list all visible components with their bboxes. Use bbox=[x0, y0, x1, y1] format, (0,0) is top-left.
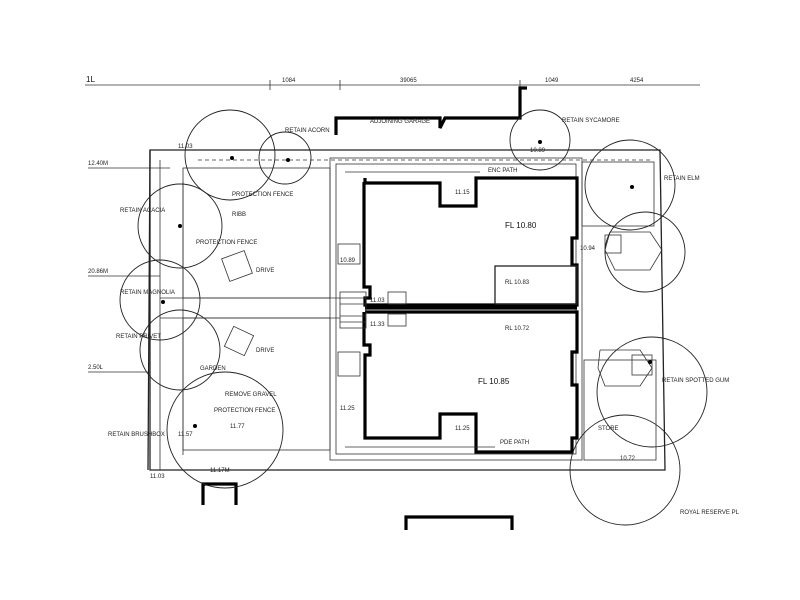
level-ne: 10.89 bbox=[530, 148, 546, 154]
drive-label: DRIVE bbox=[256, 268, 274, 274]
tree-note-w1: RETAIN ACACIA bbox=[120, 208, 165, 214]
protect-fence-n: PROTECTION FENCE bbox=[232, 192, 293, 198]
unit-a-floor-level: FL 10.80 bbox=[505, 221, 537, 230]
tree-circle-ne2 bbox=[584, 139, 676, 231]
level-unit-b-side: 11.25 bbox=[340, 406, 355, 412]
tree-note-w3: RETAIN PRIVET bbox=[116, 334, 161, 340]
tree-note-n: RETAIN ACORN bbox=[285, 128, 330, 134]
tree-annotations: RETAIN ACORN RETAIN ACACIA RETAIN MAGNOL… bbox=[108, 118, 729, 438]
tree-note-w2: RETAIN MAGNOLIA bbox=[120, 290, 175, 296]
garden-removal-note: REMOVE GRAVEL bbox=[225, 392, 277, 398]
protect-fence-s: PROTECTION FENCE bbox=[214, 408, 275, 414]
retained-trees bbox=[119, 109, 708, 526]
level-nw: 11.03 bbox=[178, 144, 193, 150]
dim-row-c: 2.50L bbox=[88, 365, 104, 371]
tree-note-e: RETAIN ELM bbox=[664, 176, 700, 182]
dim-top-2: 39065 bbox=[400, 78, 417, 84]
top-dimension-line: 1L 1084 39065 1049 4254 bbox=[85, 75, 700, 90]
level-sw: 11.03 bbox=[150, 474, 165, 480]
entry-paths: ENC PATH PDE PATH bbox=[345, 168, 529, 448]
level-tree-sw-b: 11.77 bbox=[230, 424, 245, 430]
tree-circle-nw bbox=[184, 109, 276, 201]
mid-level-a: RL 10.83 bbox=[505, 280, 530, 286]
central-stairs: 11.03 11.33 bbox=[337, 243, 407, 377]
mid-step-a: 11.03 bbox=[370, 298, 385, 304]
mid-level-b: RL 10.72 bbox=[505, 326, 530, 332]
spot-levels: 11.03 10.89 11.03 11.17M 11.57 11.77 10.… bbox=[150, 144, 636, 480]
entry-path-north: ENC PATH bbox=[488, 168, 517, 174]
level-unit-a-side: 10.89 bbox=[340, 258, 356, 264]
dim-row-a: 12.40M bbox=[88, 161, 108, 167]
dim-left-margin: 1L bbox=[86, 75, 95, 84]
tree-circle-w3 bbox=[139, 309, 221, 391]
unit-b-floor-level: FL 10.85 bbox=[478, 377, 510, 386]
store-label: STORE bbox=[598, 426, 619, 432]
tree-circle-w2 bbox=[119, 259, 201, 341]
left-dimension-marks: 12.40M 20.86M 2.50L bbox=[88, 161, 170, 373]
drive-label-b: DRIVE bbox=[256, 348, 274, 354]
unit-b: FL 10.85 11.25 RL 10.72 bbox=[362, 306, 579, 454]
dim-top-1: 1084 bbox=[282, 78, 296, 84]
tree-circle-se2 bbox=[569, 414, 681, 526]
mid-step-b: 11.33 bbox=[370, 322, 385, 328]
tree-circle-e bbox=[604, 211, 686, 293]
protect-fence-w: PROTECTION FENCE bbox=[196, 240, 257, 246]
dim-top-4: 4254 bbox=[630, 78, 644, 84]
tree-circle-n bbox=[258, 131, 312, 185]
dim-top-3: 1049 bbox=[545, 78, 559, 84]
bottom-fence bbox=[201, 482, 514, 530]
unit-b-porch: 11.25 bbox=[455, 426, 470, 432]
dim-row-b: 20.86M bbox=[88, 269, 108, 275]
tree-note-ne: RETAIN SYCAMORE bbox=[562, 118, 620, 124]
tree-circle-sw bbox=[166, 371, 284, 489]
unit-a-porch: 11.15 bbox=[455, 190, 470, 196]
level-s-boundary: 11.17M bbox=[210, 468, 230, 474]
west-lawn: RIBB DRIVE DRIVE PROTECTION FENCE PROTEC… bbox=[160, 167, 340, 451]
pit-north bbox=[221, 250, 253, 282]
unit-a: FL 10.80 11.15 RL 10.83 bbox=[362, 176, 579, 307]
site-label-a: RIBB bbox=[232, 212, 246, 218]
adjoining-garage-wall: ADJOINING GARAGE bbox=[334, 86, 527, 135]
entry-path-south: PDE PATH bbox=[500, 440, 529, 446]
garden-label: GARDEN bbox=[200, 366, 226, 372]
tree-note-sw: RETAIN BRUSHBOX bbox=[108, 432, 165, 438]
footnote: ROYAL RESERVE PL bbox=[680, 510, 740, 516]
pit-south bbox=[223, 325, 255, 357]
level-se: 10.72 bbox=[620, 456, 636, 462]
tree-circle-se1 bbox=[596, 336, 708, 448]
tree-circle-ne1 bbox=[509, 109, 571, 171]
tree-circle-w1 bbox=[137, 183, 223, 269]
east-structures: STORE 10.94 bbox=[580, 161, 663, 461]
tree-note-se: RETAIN SPOTTED GUM bbox=[662, 378, 729, 384]
site-boundary bbox=[147, 149, 666, 471]
level-tree-sw: 11.57 bbox=[178, 432, 193, 438]
east-level: 10.94 bbox=[580, 246, 596, 252]
adjoining-garage-label: ADJOINING GARAGE bbox=[370, 119, 430, 125]
